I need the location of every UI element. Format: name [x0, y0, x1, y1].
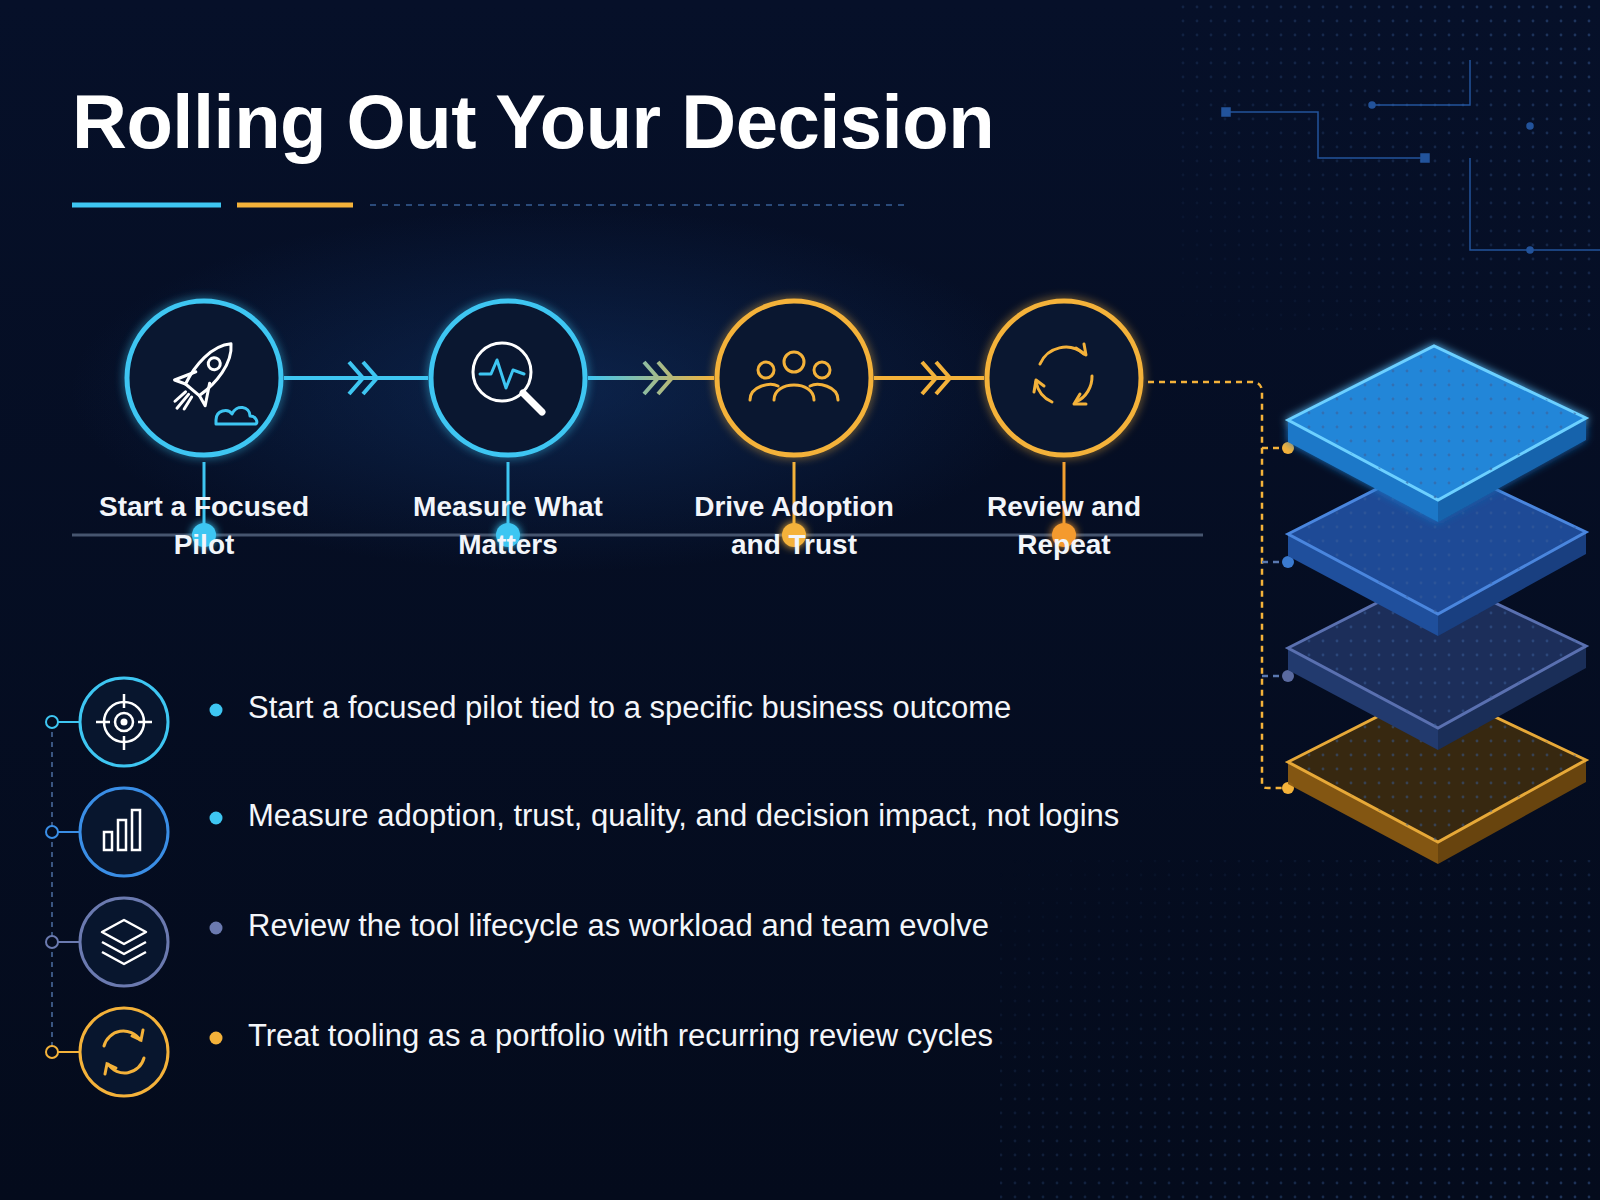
circuit-lines — [1222, 60, 1600, 253]
diagram-title: Rolling Out Your Decision — [72, 80, 1272, 164]
bullet-dot — [210, 812, 223, 825]
bullet-dot — [210, 922, 223, 935]
title-underline — [72, 203, 221, 208]
bullet-text: Review the tool lifecycle as workload an… — [248, 906, 1248, 946]
title-underline — [237, 203, 353, 208]
flow-connector — [874, 362, 984, 394]
node-label: Review and Repeat — [944, 488, 1184, 564]
stack-leader — [1262, 562, 1288, 676]
circle-outline — [124, 298, 284, 458]
grid-dots — [1000, 860, 1600, 1200]
layer-stack — [1288, 346, 1586, 864]
target-icon — [80, 678, 168, 766]
bullet-text: Start a focused pilot tied to a specific… — [248, 688, 1248, 728]
cycle-icon — [1034, 344, 1092, 404]
cycle-icon — [80, 1008, 168, 1096]
bullet-dot — [210, 704, 223, 717]
process-circle: Measure What Matters — [428, 298, 588, 458]
node-label: Measure What Matters — [388, 488, 628, 564]
node-label: Start a Focused Pilot — [84, 488, 324, 564]
circle-outline — [428, 298, 588, 458]
bullet-dot — [210, 1032, 223, 1045]
people-icon — [750, 352, 838, 400]
layers-icon — [80, 898, 168, 986]
timeline-stems — [204, 462, 1064, 535]
grid-dots — [1180, 0, 1600, 330]
process-circle: Start a Focused Pilot — [124, 298, 284, 458]
bullet-text: Treat tooling as a portfolio with recurr… — [248, 1016, 1248, 1056]
rocket-icon — [162, 331, 257, 424]
title-underline — [370, 204, 906, 206]
pulse-icon — [473, 343, 542, 412]
stack-leader — [1148, 382, 1288, 788]
bullet-text: Measure adoption, trust, quality, and de… — [248, 796, 1248, 836]
process-circle: Drive Adoption and Trust — [714, 298, 874, 458]
flow-connector — [284, 362, 428, 394]
process-circle: Review and Repeat — [984, 298, 1144, 458]
circle-outline — [714, 298, 874, 458]
bullet-rail — [46, 716, 80, 1058]
circle-outline — [984, 298, 1144, 458]
node-label: Drive Adoption and Trust — [674, 488, 914, 564]
bar-chart-icon — [80, 788, 168, 876]
flow-connector — [588, 362, 714, 394]
